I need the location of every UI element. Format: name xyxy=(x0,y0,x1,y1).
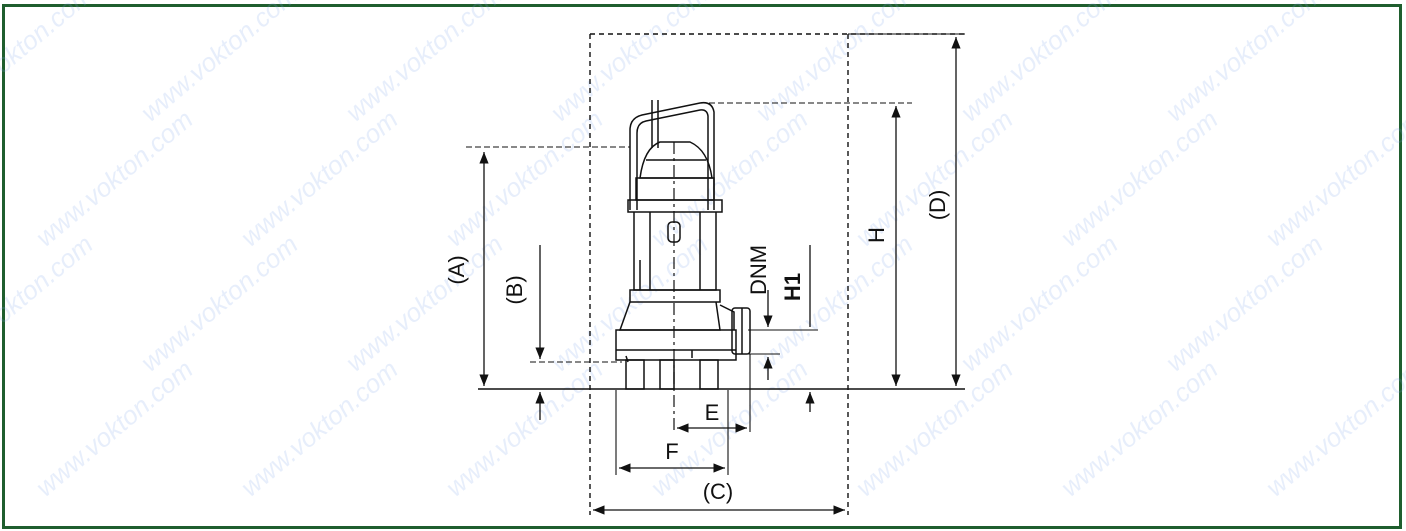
watermark-text: www.vokton.com xyxy=(340,229,509,377)
watermark-text: www.vokton.com xyxy=(955,229,1124,377)
label-e: E xyxy=(705,400,720,425)
watermark-text: www.vokton.com xyxy=(1160,229,1329,377)
watermark-text: www.vokton.com xyxy=(135,229,304,377)
watermark-text: www.vokton.com xyxy=(30,354,199,502)
watermark-text: www.vokton.com xyxy=(545,0,714,127)
watermark-text: www.vokton.com xyxy=(30,104,199,252)
label-c: (C) xyxy=(703,479,734,504)
label-h: H xyxy=(864,227,889,243)
label-h1: H1 xyxy=(780,273,805,301)
pump-body xyxy=(615,100,751,390)
watermark-text: www.vokton.com xyxy=(235,104,404,252)
label-b: (B) xyxy=(502,275,527,304)
watermark-text: www.vokton.com xyxy=(1055,104,1224,252)
watermark-text: www.vokton.com xyxy=(750,229,919,377)
watermark-text: www.vokton.com xyxy=(1260,104,1406,252)
watermark-text: www.vokton.com xyxy=(1160,0,1329,127)
diagram-frame xyxy=(2,4,1402,529)
watermark-text: www.vokton.com xyxy=(850,354,1019,502)
label-dnm: DNM xyxy=(746,245,771,295)
watermark-text: www.vokton.com xyxy=(340,0,509,127)
watermark-text: www.vokton.com xyxy=(235,354,404,502)
watermark-text: www.vokton.com xyxy=(0,0,99,127)
label-a: (A) xyxy=(444,255,469,284)
watermark-text: www.vokton.com xyxy=(1260,354,1406,502)
watermark-text: www.vokton.com xyxy=(1055,354,1224,502)
envelope-box xyxy=(589,33,965,515)
watermark-text: www.vokton.com xyxy=(750,0,919,127)
watermark-text: www.vokton.com xyxy=(135,0,304,127)
watermark-text: www.vokton.com xyxy=(955,0,1124,127)
label-d: (D) xyxy=(925,190,950,221)
watermark-text: www.vokton.com xyxy=(440,104,609,252)
watermark-text: www.vokton.com xyxy=(440,354,609,502)
dimension-lines xyxy=(479,37,961,515)
label-f: F xyxy=(665,439,678,464)
